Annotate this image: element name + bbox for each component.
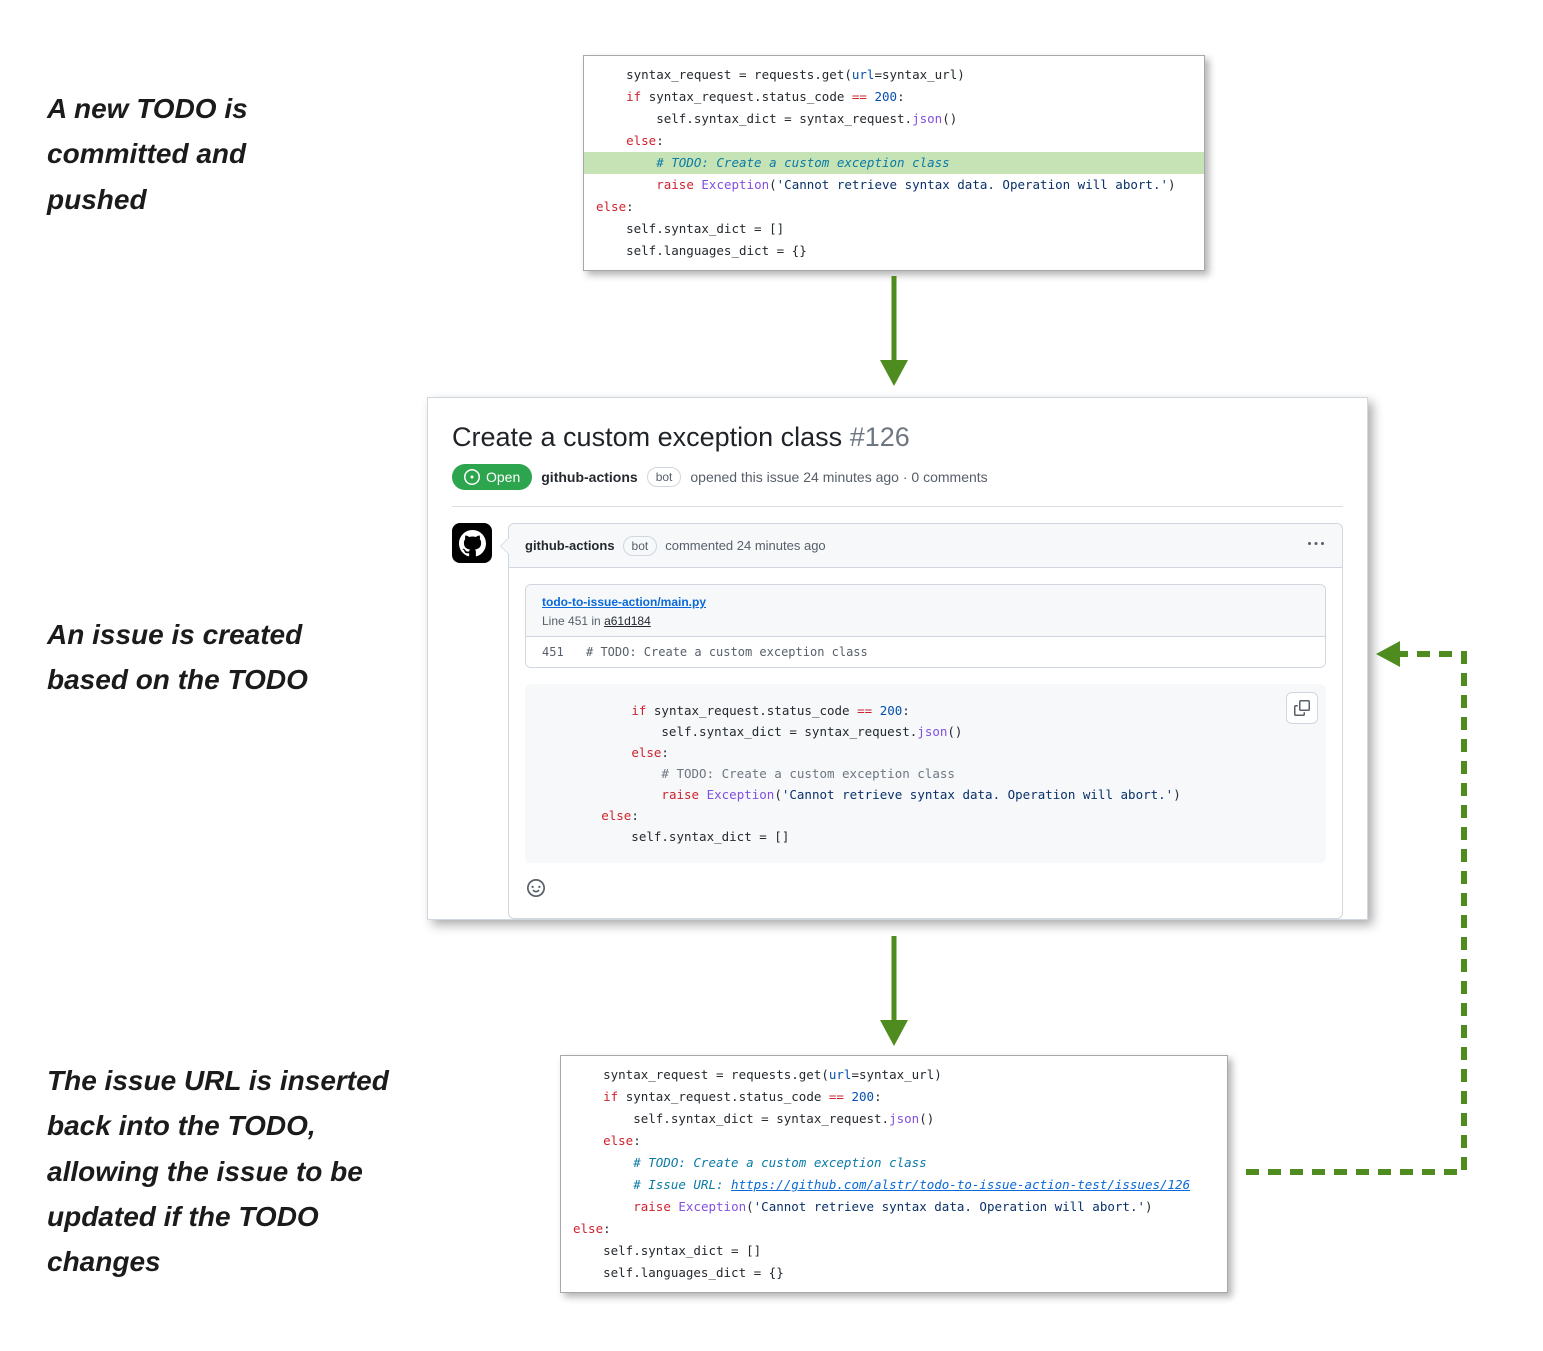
code-line: # TODO: Create a custom exception class: [573, 1155, 927, 1170]
annotation-step-2: An issue is created based on the TODO: [47, 619, 308, 696]
issue-comment: github-actions bot commented 24 minutes …: [452, 523, 1343, 919]
copy-icon: [1294, 700, 1310, 716]
divider: [452, 506, 1343, 507]
comment-bot-badge: bot: [622, 535, 658, 556]
code-line: raise Exception('Cannot retrieve syntax …: [633, 1199, 1153, 1214]
issue-title: Create a custom exception class #126: [452, 420, 1343, 454]
code-line: else:: [626, 133, 664, 148]
annotation-step-1: A new TODO is committed and pushed: [47, 93, 248, 215]
issue-meta-row: Open github-actions bot opened this issu…: [452, 464, 1343, 490]
github-logo-icon: [458, 529, 486, 556]
bot-badge: bot: [646, 467, 682, 487]
issue-opened-text: opened this issue 24 minutes ago · 0 com…: [690, 469, 988, 485]
commit-link[interactable]: a61d184: [604, 614, 651, 628]
comment-code-block: if syntax_request.status_code == 200: se…: [525, 684, 1326, 863]
annotation-step-3: The issue URL is inserted back into the …: [47, 1065, 389, 1278]
issue-state-label: Open: [486, 469, 521, 485]
code-line: self.syntax_dict = syntax_request.json(): [541, 724, 963, 739]
comment-box: github-actions bot commented 24 minutes …: [500, 523, 1343, 919]
code-line: else:: [573, 1221, 611, 1236]
code-line: self.syntax_dict = []: [596, 221, 785, 236]
line-number: 451: [542, 645, 564, 659]
issue-title-text: Create a custom exception class: [452, 422, 843, 452]
code-line: self.languages_dict = {}: [596, 243, 807, 258]
code-snippet-todo-committed: syntax_request = requests.get(url=syntax…: [583, 55, 1205, 271]
arrow-issue-to-code: [880, 936, 908, 1046]
line-reference: Line 451 in a61d184: [542, 614, 1309, 628]
code-line: else:: [601, 808, 639, 823]
code-line: syntax_request = requests.get(url=syntax…: [573, 1067, 942, 1082]
github-issue-card: Create a custom exception class #126 Ope…: [427, 397, 1368, 920]
referenced-code-line: 451 # TODO: Create a custom exception cl…: [526, 637, 1325, 667]
issue-number: #126: [849, 422, 910, 452]
code-line: self.syntax_dict = syntax_request.json(): [596, 111, 958, 126]
issue-state-badge: Open: [452, 464, 533, 490]
issue-opened-icon: [464, 469, 480, 485]
code-line: else:: [596, 199, 634, 214]
comment-header: github-actions bot commented 24 minutes …: [509, 524, 1342, 568]
code-line: self.languages_dict = {}: [573, 1265, 784, 1280]
smiley-icon: [527, 879, 545, 897]
code-line: # TODO: Create a custom exception class: [541, 766, 955, 781]
code-line: if syntax_request.status_code == 200:: [631, 703, 910, 718]
code-line: raise Exception('Cannot retrieve syntax …: [661, 787, 1181, 802]
code-line: self.syntax_dict = syntax_request.json(): [573, 1111, 935, 1126]
code-line: syntax_request = requests.get(url=syntax…: [596, 67, 965, 82]
code-line: else:: [631, 745, 669, 760]
code-snippet-issue-url-inserted: syntax_request = requests.get(url=syntax…: [560, 1055, 1228, 1293]
line-reference-prefix: Line 451 in: [542, 614, 605, 628]
copy-button[interactable]: [1286, 692, 1318, 724]
referenced-code-text: # TODO: Create a custom exception class: [586, 645, 868, 659]
code-reference-header: todo-to-issue-action/main.py Line 451 in…: [526, 585, 1325, 637]
code-reference-box: todo-to-issue-action/main.py Line 451 in…: [525, 584, 1326, 668]
kebab-horizontal-icon: [1308, 542, 1324, 545]
add-reaction-button[interactable]: [525, 877, 547, 902]
issue-url-link[interactable]: https://github.com/alstr/todo-to-issue-a…: [731, 1177, 1191, 1192]
comment-author-link[interactable]: github-actions: [525, 538, 615, 553]
file-link[interactable]: todo-to-issue-action/main.py: [542, 595, 707, 609]
code-line: raise Exception('Cannot retrieve syntax …: [656, 177, 1176, 192]
code-line: if syntax_request.status_code == 200:: [603, 1089, 882, 1104]
avatar: [452, 523, 492, 563]
code-line: # Issue URL: https://github.com/alstr/to…: [573, 1177, 1191, 1192]
comment-options-button[interactable]: [1306, 534, 1326, 557]
code-line: self.syntax_dict = []: [541, 829, 790, 844]
code-line: else:: [603, 1133, 641, 1148]
code-line: self.syntax_dict = []: [573, 1243, 762, 1258]
issue-author-link[interactable]: github-actions: [541, 469, 638, 485]
code-line: if syntax_request.status_code == 200:: [626, 89, 905, 104]
arrow-commit-to-issue: [880, 276, 908, 386]
comment-body: todo-to-issue-action/main.py Line 451 in…: [509, 568, 1342, 918]
code-line: # TODO: Create a custom exception class: [584, 152, 1204, 174]
comment-meta-text: commented 24 minutes ago: [665, 538, 826, 553]
